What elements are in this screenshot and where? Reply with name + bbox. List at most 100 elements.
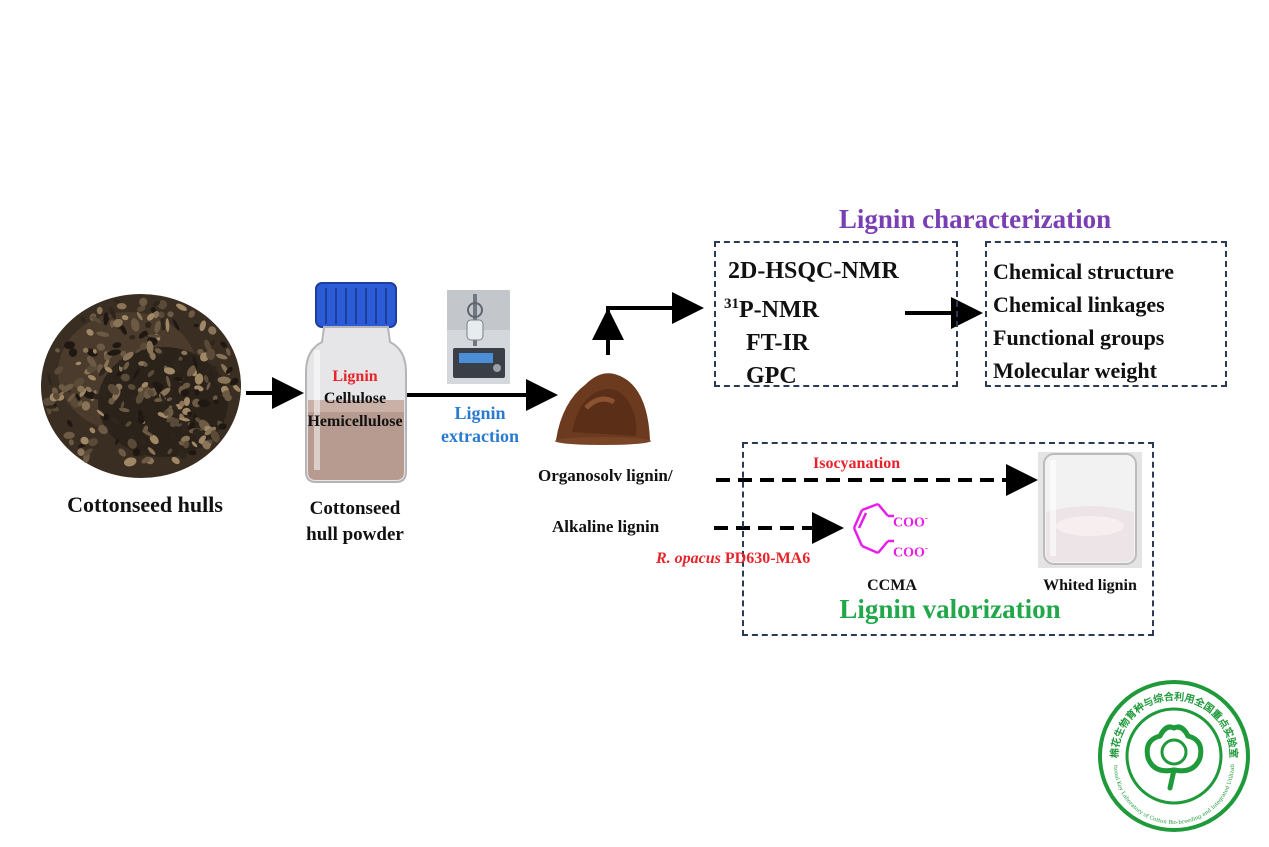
hull-fragment bbox=[206, 382, 211, 391]
powder-component-cellulose: Cellulose bbox=[323, 390, 387, 407]
hull-fragment bbox=[160, 393, 167, 405]
hull-fragment bbox=[129, 335, 136, 340]
hull-fragment bbox=[225, 367, 232, 375]
strain-species: R. opacus bbox=[656, 550, 721, 567]
hull-fragment bbox=[143, 362, 148, 367]
hull-fragment bbox=[67, 393, 76, 402]
hull-fragment bbox=[103, 312, 109, 326]
hull-fragment bbox=[75, 361, 82, 366]
hull-fragment bbox=[143, 425, 149, 433]
hull-fragment bbox=[171, 405, 179, 417]
hull-fragment bbox=[154, 320, 161, 334]
hull-fragment bbox=[68, 348, 78, 357]
logo-cotton-emblem bbox=[1144, 724, 1204, 791]
process-isocyanation: Isocyanation bbox=[813, 455, 901, 472]
hull-fragment bbox=[206, 348, 216, 360]
hull-fragment bbox=[96, 331, 110, 337]
extraction-apparatus-image bbox=[447, 290, 510, 384]
hull-fragment bbox=[85, 386, 92, 393]
hull-fragment bbox=[107, 349, 121, 356]
lab-logo: 棉花生物育种与综合利用全国重点实验室 National Key Laborato… bbox=[1096, 678, 1250, 832]
hull-fragment bbox=[96, 343, 106, 351]
hull-fragment bbox=[123, 457, 137, 467]
cottonseed-hulls-caption: Cottonseed hulls bbox=[67, 492, 223, 517]
hull-fragment bbox=[122, 351, 134, 361]
strain-label: R. opacus PD630-MA6 bbox=[656, 550, 810, 568]
hull-fragment bbox=[182, 382, 191, 389]
hull-fragment bbox=[192, 356, 198, 370]
hull-fragment bbox=[86, 329, 94, 336]
result-chemical-structure: Chemical structure bbox=[993, 259, 1175, 284]
method-gpc: GPC bbox=[724, 360, 899, 393]
hull-fragment bbox=[203, 375, 209, 383]
method-pnmr-text: P-NMR bbox=[739, 297, 819, 323]
powder-component-hemicellulose: Hemicellulose bbox=[307, 413, 403, 430]
hull-fragment bbox=[167, 448, 173, 455]
hull-fragment bbox=[230, 377, 239, 386]
method-ftir-text: FT-IR bbox=[746, 330, 810, 356]
hull-fragment bbox=[61, 383, 74, 393]
molecule-coo-2-text: COO bbox=[893, 545, 925, 561]
hull-fragment bbox=[191, 441, 198, 448]
hull-fragment bbox=[224, 394, 232, 402]
hull-fragment bbox=[96, 306, 103, 315]
hull-fragment bbox=[194, 373, 204, 385]
hull-fragment bbox=[194, 441, 204, 449]
extraction-label-line2: extraction bbox=[441, 426, 519, 446]
extraction-label: Lignin extraction bbox=[425, 402, 535, 448]
whited-lignin-image bbox=[1038, 452, 1142, 568]
hull-fragment bbox=[141, 456, 151, 464]
characterization-results-box bbox=[985, 241, 1227, 387]
hull-fragment bbox=[54, 366, 64, 375]
hull-fragment bbox=[100, 390, 108, 398]
hull-fragment bbox=[204, 339, 212, 352]
molecule-labels: COO- COO- bbox=[893, 506, 928, 565]
hull-fragment bbox=[188, 310, 195, 318]
hull-fragment bbox=[96, 409, 105, 417]
hull-fragment bbox=[193, 323, 199, 328]
hull-fragment bbox=[63, 431, 75, 440]
hull-fragment bbox=[205, 367, 211, 373]
hull-fragment bbox=[218, 423, 227, 430]
hull-fragment bbox=[137, 415, 145, 425]
hull-fragment bbox=[211, 366, 217, 374]
method-gpc-text: GPC bbox=[746, 363, 797, 389]
hull-fragment bbox=[89, 427, 96, 434]
hull-fragment bbox=[160, 318, 166, 331]
hull-fragment bbox=[149, 434, 159, 445]
hull-fragment bbox=[77, 385, 85, 393]
hull-fragment bbox=[82, 347, 89, 353]
hull-fragment bbox=[92, 349, 97, 354]
hull-fragment bbox=[127, 383, 136, 390]
hull-fragment bbox=[103, 413, 109, 421]
hull-fragment bbox=[115, 438, 119, 445]
hull-fragment bbox=[183, 440, 190, 449]
hull-fragment bbox=[225, 348, 231, 356]
hull-fragment bbox=[125, 421, 132, 427]
powder-caption-line1: Cottonseed bbox=[309, 498, 401, 519]
hull-fragment bbox=[112, 342, 122, 349]
hull-fragment bbox=[166, 375, 171, 388]
hull-fragment bbox=[107, 383, 120, 395]
hull-fragment bbox=[178, 356, 183, 361]
powder-caption-line2: hull powder bbox=[306, 524, 404, 545]
hull-fragment bbox=[216, 353, 228, 360]
hull-fragment bbox=[197, 399, 210, 408]
hull-fragment bbox=[199, 320, 207, 332]
hull-fragment bbox=[146, 340, 154, 355]
hull-fragment bbox=[116, 371, 123, 377]
hull-fragment bbox=[220, 341, 227, 348]
hull-fragment bbox=[120, 373, 130, 382]
hull-fragment bbox=[188, 449, 197, 456]
hull-fragment bbox=[128, 435, 136, 440]
hull-fragment bbox=[127, 438, 137, 449]
hull-fragment bbox=[179, 400, 185, 407]
hull-fragment bbox=[132, 448, 141, 457]
source-organosolv: Organosolv lignin/ bbox=[538, 466, 673, 485]
hull-fragment bbox=[172, 358, 182, 372]
hull-fragment bbox=[135, 346, 145, 354]
hull-fragment bbox=[129, 396, 137, 402]
hull-fragment bbox=[132, 368, 140, 380]
hull-fragment bbox=[79, 388, 87, 397]
